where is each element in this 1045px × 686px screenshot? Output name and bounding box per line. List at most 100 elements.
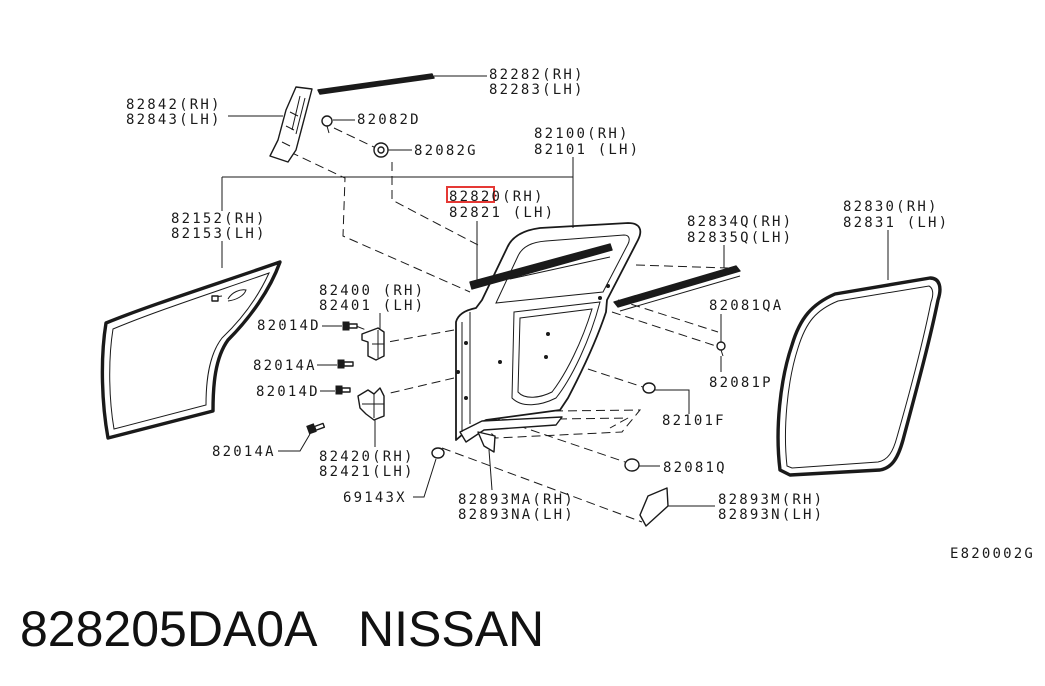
sash-cover-ribs [281,95,306,147]
bolt-head [337,359,345,369]
callout-label: 82153(LH) [171,226,267,242]
clip-82081qa [716,341,726,357]
dash-sash-to-panel [289,151,471,293]
callout-label: 82821 (LH) [449,205,555,221]
lower-hinge [357,387,385,421]
bolt-head [335,385,343,395]
callout-label: 82082G [414,143,478,159]
dash-clip-to-frame [391,162,479,246]
callout-label: 69143X [343,490,407,506]
door-frame-outline [455,222,642,441]
leader-82101f [655,389,690,414]
window-frame-inner [495,234,630,304]
dash-frame-to-strip [635,264,729,269]
callout-label: 82100(RH) [534,126,630,142]
clip-82081q [624,458,640,472]
dash-lower-hinge [385,377,455,395]
panel-hole [546,332,550,336]
callout-label: 82843(LH) [126,112,222,128]
frame-left-edge [461,312,471,432]
panel-hole [606,284,610,288]
clip-82101f [642,382,656,394]
panel-hole [464,396,468,400]
door-bottom-edge [459,416,563,443]
callout-label: 82400 (RH) [319,283,425,299]
callout-label-highlighted: 82820(RH) [449,189,545,205]
callout-label: 82835Q(LH) [687,230,793,246]
bolt-head [342,321,350,331]
callout-labels: 82282(RH) 82283(LH) 82842(RH) 82843(LH) … [126,67,1035,562]
plug-69143x [431,447,445,459]
door-frame [455,222,642,443]
trim-82893m [639,487,669,527]
leader-lines [221,75,889,507]
leader-82893ma [488,449,493,491]
clip-82082g [373,142,389,158]
lower-opening [511,301,601,406]
panel-hole [498,360,502,364]
callout-label: 82893M(RH) [718,492,824,508]
trim-82893ma [477,431,496,453]
bolt-shank [313,422,326,431]
callout-label: 82893N(LH) [718,507,824,523]
bolt-82014a-upper [337,359,354,369]
callout-label: 82282(RH) [489,67,585,83]
door-weatherstrip [776,276,942,477]
callout-label: 82014D [256,384,320,400]
callout-label: 82014A [253,358,317,374]
dash-panel-to-82081q [477,411,629,464]
outer-belt-strip [613,265,741,312]
bolt-shank [341,387,351,393]
callout-label: 82420(RH) [319,449,415,465]
dash-panel-to-clip-p [611,311,717,347]
outer-door-panel-outline [100,260,282,440]
door-weatherstrip-outer [776,276,942,477]
caption-brand: NISSAN [358,601,544,657]
outer-belt-strip-edge [619,275,741,312]
figure-code: E820002G [950,546,1035,562]
callout-label: 82830(RH) [843,199,939,215]
callout-label: 82152(RH) [171,211,267,227]
door-handle-hole [211,295,219,302]
callout-label: 82101F [662,413,726,429]
roof-molding [317,73,435,95]
callout-label: 82014A [212,444,276,460]
callout-label: 82283(LH) [489,82,585,98]
bolt-shank [348,323,358,329]
sash-cover-outline [269,86,313,163]
fasteners [306,115,726,472]
panel-hole [456,370,460,374]
sash-cover [269,86,313,163]
panel-hole [464,341,468,345]
callout-label: 82101 (LH) [534,142,640,158]
leader-82014a-lower [278,433,311,452]
lower-opening-edge [517,308,593,398]
outer-belt-strip-body [613,265,741,308]
clip-head [716,341,726,351]
callout-label: 82081P [709,375,773,391]
highlight-box [446,186,495,203]
bolt-82014d-lower [335,385,351,395]
upper-hinge-pin [372,330,384,358]
bolt-82014a-lower [306,422,326,435]
clip-center [377,146,385,154]
panel-hole [598,296,602,300]
dash-screw-to-clip [333,127,377,149]
callout-label: 82081QA [709,298,783,314]
callout-label: 82421(LH) [319,464,415,480]
callout-label: 82014D [257,318,321,334]
panel-hole [544,355,548,359]
door-handle-recess [213,289,247,302]
bolt-shank [343,361,354,367]
callout-label: 82831 (LH) [843,215,949,231]
dash-panel-to-clip-qa [617,299,719,333]
upper-hinge [361,327,385,361]
callout-label: 82081Q [663,460,727,476]
bolt-82014d-upper [342,321,358,331]
dash-upper-hinge [387,329,455,343]
callout-label: 82842(RH) [126,97,222,113]
callout-label: 82893NA(LH) [458,507,575,523]
dash-panel-to-82893m [441,447,643,523]
leader-69143x [413,458,437,498]
